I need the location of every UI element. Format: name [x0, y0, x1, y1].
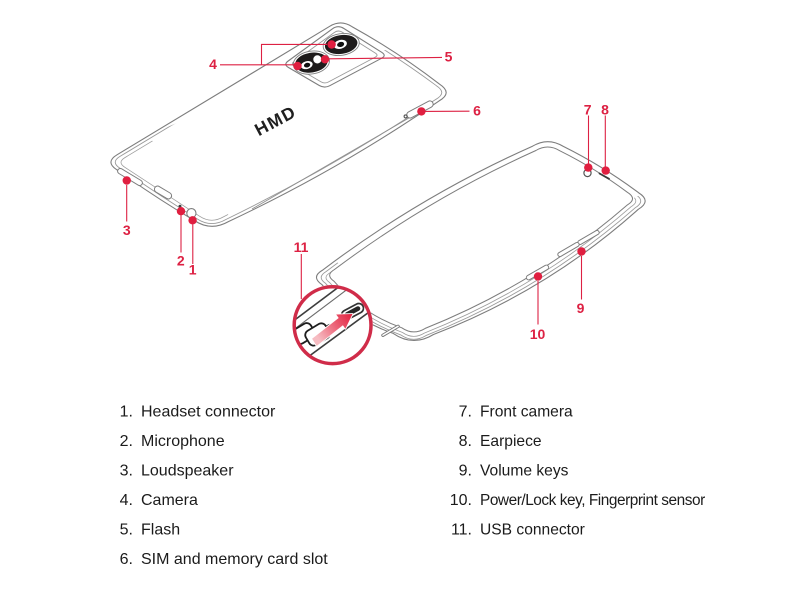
svg-text:9.: 9.	[459, 463, 472, 480]
svg-text:2.: 2.	[120, 433, 133, 450]
svg-text:3: 3	[123, 222, 131, 238]
svg-text:8.: 8.	[459, 433, 472, 450]
svg-text:Power/Lock key, Fingerprint se: Power/Lock key, Fingerprint sensor	[480, 492, 705, 509]
svg-text:8: 8	[601, 102, 609, 118]
svg-text:5: 5	[445, 49, 453, 65]
svg-text:10.: 10.	[450, 492, 472, 509]
svg-text:Earpiece: Earpiece	[480, 433, 542, 450]
svg-text:Flash: Flash	[141, 522, 180, 539]
svg-text:11: 11	[294, 239, 309, 255]
svg-text:9: 9	[577, 300, 585, 316]
svg-text:10: 10	[530, 326, 546, 342]
svg-text:5.: 5.	[120, 522, 133, 539]
svg-text:Volume keys: Volume keys	[480, 463, 569, 480]
svg-text:6: 6	[473, 103, 481, 119]
svg-text:4.: 4.	[120, 492, 133, 509]
svg-text:Loudspeaker: Loudspeaker	[141, 463, 234, 480]
svg-text:SIM and memory card slot: SIM and memory card slot	[141, 551, 328, 568]
svg-text:6.: 6.	[120, 551, 133, 568]
svg-text:11.: 11.	[451, 522, 472, 539]
svg-text:Headset connector: Headset connector	[141, 404, 276, 421]
svg-text:7.: 7.	[459, 404, 472, 421]
svg-text:Camera: Camera	[141, 492, 198, 509]
svg-text:4: 4	[209, 56, 217, 72]
svg-text:2: 2	[177, 253, 185, 269]
svg-text:Microphone: Microphone	[141, 433, 225, 450]
svg-text:3.: 3.	[120, 463, 133, 480]
svg-text:1: 1	[189, 262, 197, 278]
svg-text:1.: 1.	[120, 404, 133, 421]
svg-text:USB connector: USB connector	[480, 522, 585, 539]
svg-text:Front camera: Front camera	[480, 404, 573, 421]
svg-text:7: 7	[584, 102, 592, 118]
